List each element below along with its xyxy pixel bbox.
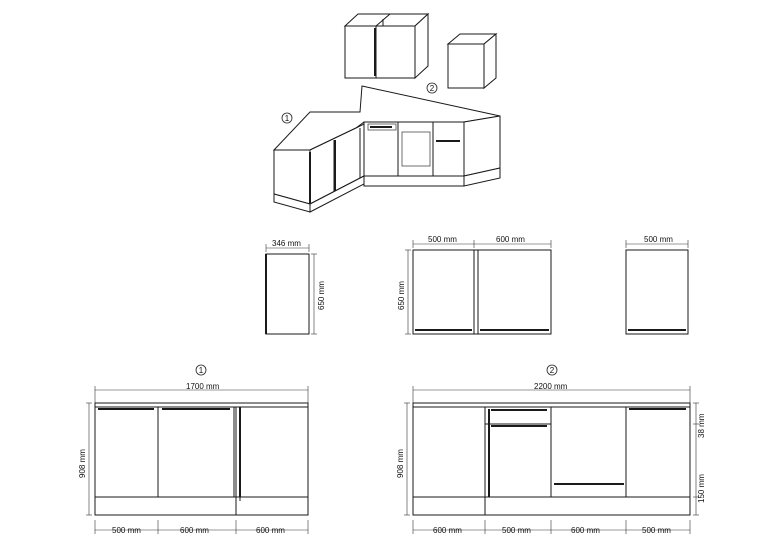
section-1-width-2: 600 mm: [180, 526, 209, 535]
double-height-label: 650 mm: [397, 281, 406, 310]
section-1-marker-text: 1: [199, 366, 204, 375]
section-2-height: 908 mm: [396, 449, 405, 478]
section-2-width-4: 500 mm: [642, 526, 671, 535]
single-width-label: 500 mm: [644, 235, 673, 244]
iso-marker-2: [426, 82, 438, 94]
section-1-height: 908 mm: [78, 449, 87, 478]
iso-base-cabinets: [272, 85, 501, 213]
section-1-total-width: 1700 mm: [186, 382, 220, 391]
section-2-drawer-height: 38 mm: [697, 413, 706, 438]
section-2-plinth-height: 150 mm: [697, 474, 706, 503]
section-1-width-3: 600 mm: [256, 526, 285, 535]
section-2-width-1: 600 mm: [433, 526, 462, 535]
section-2-total-width: 2200 mm: [534, 382, 568, 391]
iso-marker-1: [281, 112, 293, 124]
section-1-elevation: 1 1700 mm 908 mm 500 mm 600 mm 600 mm: [78, 364, 309, 535]
iso-wall-cabinet-single: [446, 32, 498, 90]
section-1-width-1: 500 mm: [112, 526, 141, 535]
wall-cabinet-narrow: 346 mm 650 mm: [265, 239, 326, 335]
section-2-width-3: 600 mm: [571, 526, 600, 535]
double-right-width-label: 600 mm: [496, 235, 525, 244]
isometric-view: 1 2: [272, 12, 501, 213]
section-2-elevation: 2 2200 mm 908 mm 38 mm: [396, 364, 706, 535]
wall-cabinet-single: 500 mm: [625, 235, 689, 335]
wall-cabinet-double: 500 mm 600 mm 650 mm: [397, 235, 552, 335]
narrow-width-label: 346 mm: [272, 239, 301, 248]
section-2-width-2: 500 mm: [502, 526, 531, 535]
iso-wall-cabinet-pair: [343, 12, 430, 80]
section-1-marker: [195, 364, 207, 376]
narrow-height-label: 650 mm: [317, 281, 326, 310]
double-left-width-label: 500 mm: [428, 235, 457, 244]
iso-marker-2-text: 2: [430, 84, 435, 93]
section-2-marker-text: 2: [550, 366, 555, 375]
section-2-marker: [546, 364, 558, 376]
iso-marker-1-text: 1: [285, 114, 290, 123]
